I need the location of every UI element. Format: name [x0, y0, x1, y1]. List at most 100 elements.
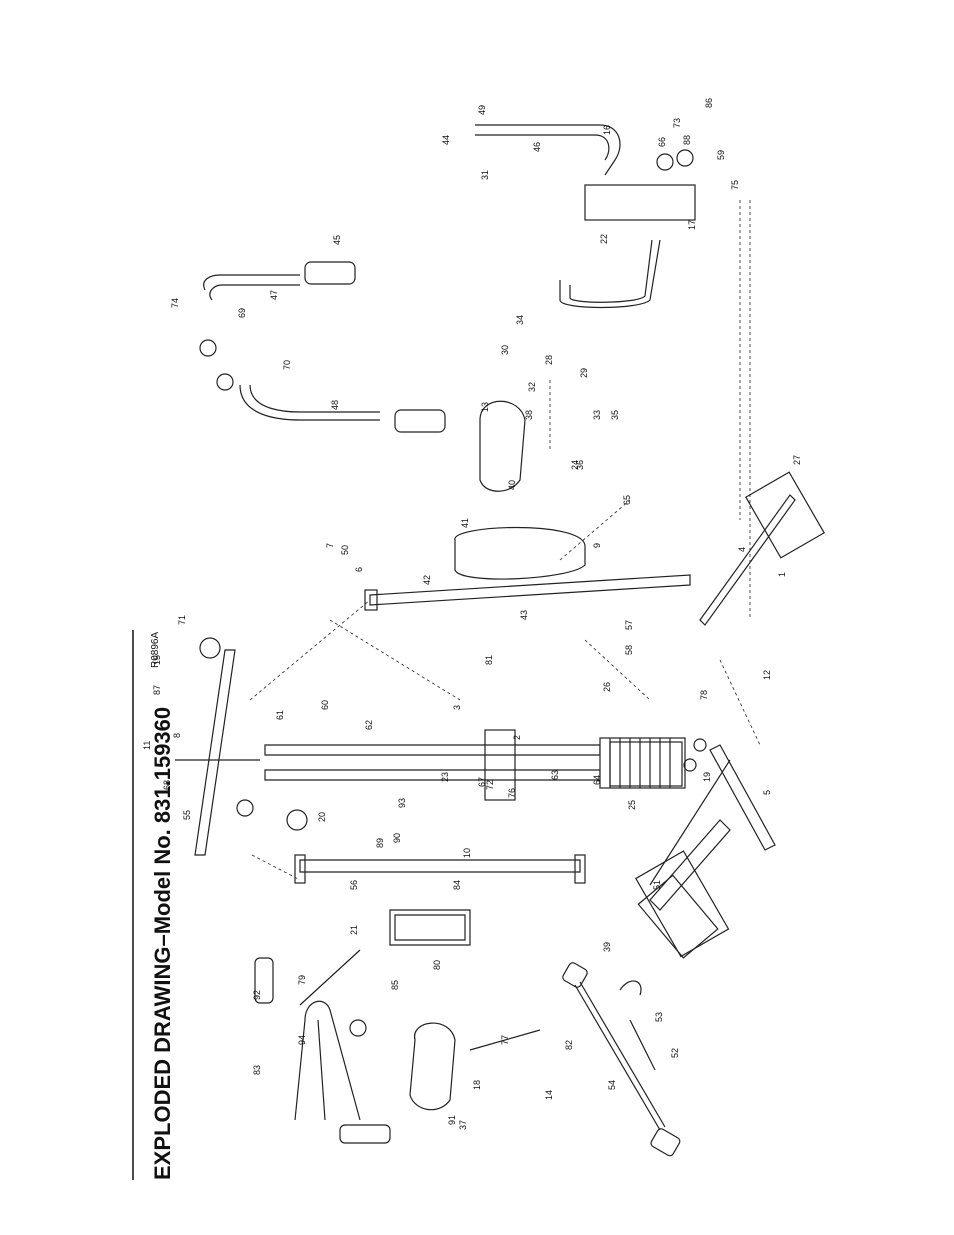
callout: 19 [702, 772, 712, 782]
callout: 24 [570, 460, 580, 470]
callout: 61 [275, 710, 285, 720]
callout: 70 [282, 360, 292, 370]
callout: 1 [777, 572, 787, 577]
base-frame [635, 738, 776, 958]
callout: 76 [507, 788, 517, 798]
callout: 23 [440, 772, 450, 782]
callout: 22 [599, 234, 609, 244]
butterfly-arms [254, 949, 541, 1144]
weight-stack [609, 741, 683, 787]
rear-frame [294, 854, 586, 884]
callout: 38 [524, 410, 534, 420]
callout: 92 [252, 990, 262, 1000]
callout: 9 [592, 543, 602, 548]
callout: 26 [602, 682, 612, 692]
callout: 83 [252, 1065, 262, 1075]
callout: 2 [512, 735, 522, 740]
front-base [699, 471, 825, 626]
seat-frame [364, 400, 691, 611]
callout: 84 [452, 880, 462, 890]
callout: 27 [792, 455, 802, 465]
callout: 37 [458, 1120, 468, 1130]
callout: 5 [762, 790, 772, 795]
callout: 34 [515, 315, 525, 325]
back-pad [389, 909, 471, 946]
lat-bar [562, 962, 681, 1157]
callout: 90 [392, 833, 402, 843]
callout: 88 [682, 135, 692, 145]
callout: 50 [340, 545, 350, 555]
callout: 75 [730, 180, 740, 190]
callout: 41 [460, 518, 470, 528]
callout: 29 [579, 368, 589, 378]
callout: 36 [575, 460, 585, 470]
callout: 69 [237, 308, 247, 318]
callout: 33 [592, 410, 602, 420]
callout: 77 [500, 1035, 510, 1045]
callout: 85 [390, 980, 400, 990]
leg-lever-arm [475, 124, 696, 309]
callout: 79 [297, 975, 307, 985]
callout: 40 [507, 480, 517, 490]
callout: 45 [332, 235, 342, 245]
callout: 60 [320, 700, 330, 710]
callout: 31 [480, 170, 490, 180]
callout: 30 [500, 345, 510, 355]
callout: 13 [480, 402, 490, 412]
callout: 20 [317, 812, 327, 822]
callout: 49 [477, 105, 487, 115]
callout: 91 [447, 1115, 457, 1125]
callout: 56 [349, 880, 359, 890]
callout: 57 [624, 620, 634, 630]
callout: 68 [162, 780, 172, 790]
callout: 74 [170, 298, 180, 308]
callout: 87 [152, 685, 162, 695]
callout: 81 [484, 655, 494, 665]
callout: 66 [657, 137, 667, 147]
callout: 67 [477, 777, 487, 787]
callout: 39 [602, 942, 612, 952]
callout: 55 [182, 810, 192, 820]
callout: 52 [670, 1048, 680, 1058]
callout: 43 [519, 610, 529, 620]
callout: 28 [544, 355, 554, 365]
callout: 47 [269, 290, 279, 300]
dashed-leaders [249, 200, 761, 881]
callout: 44 [441, 135, 451, 145]
main-upright [264, 729, 686, 801]
callout: 73 [672, 118, 682, 128]
callout: 94 [297, 1035, 307, 1045]
callout: 93 [397, 798, 407, 808]
callout: 21 [349, 925, 359, 935]
callout: 18 [472, 1080, 482, 1090]
callout: 35 [610, 410, 620, 420]
callout: 14 [544, 1090, 554, 1100]
callout: 25 [627, 800, 637, 810]
callout: 53 [654, 1012, 664, 1022]
callout: 65 [622, 495, 632, 505]
callout: 46 [532, 142, 542, 152]
callout: 54 [607, 1080, 617, 1090]
callout: 3 [452, 705, 462, 710]
callout: 48 [330, 400, 340, 410]
callout: 51 [652, 880, 662, 890]
callout: 16 [602, 125, 612, 135]
callout: 4 [737, 547, 747, 552]
callout: 8 [172, 733, 182, 738]
callout: 11 [142, 741, 152, 750]
callout: 89 [375, 838, 385, 848]
callout: 71 [177, 615, 187, 625]
callout: 82 [564, 1040, 574, 1050]
callout: 78 [699, 690, 709, 700]
callout: 7 [325, 543, 335, 548]
callout: 72 [485, 780, 495, 790]
callout: 59 [716, 150, 726, 160]
callout: 42 [422, 575, 432, 585]
callout: 80 [432, 960, 442, 970]
callout: 10 [462, 848, 472, 858]
callout: 12 [762, 670, 772, 680]
callout: 64 [592, 775, 602, 785]
callout: 62 [364, 720, 374, 730]
